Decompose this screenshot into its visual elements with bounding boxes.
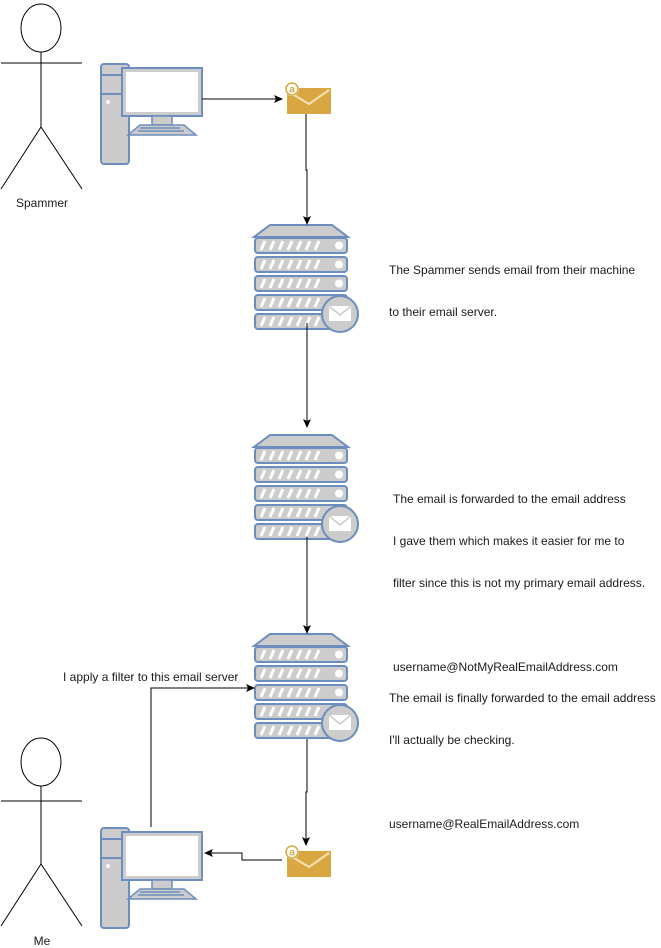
spammer-mail-server-icon xyxy=(254,225,358,332)
real-email-address: username@RealEmailAddress.com xyxy=(389,817,580,831)
my-computer-icon xyxy=(100,827,203,929)
note-line: The email is forwarded to the email addr… xyxy=(393,492,626,506)
forwarding-mail-server-icon xyxy=(254,435,358,542)
note-line: to their email server. xyxy=(389,305,498,319)
spammer-label: Spammer xyxy=(15,196,68,210)
spammer-actor-icon xyxy=(0,3,83,190)
real-mail-server-icon xyxy=(254,634,358,741)
note-line: I'll actually be checking. xyxy=(389,733,515,747)
me-label: Me xyxy=(33,934,51,948)
note-line: filter since this is not my primary emai… xyxy=(393,576,646,590)
incoming-email-envelope-icon xyxy=(284,844,332,878)
spammer-server-note: The Spammer sends email from their machi… xyxy=(389,235,635,333)
email-to-my-computer-arrow xyxy=(204,849,282,861)
note-spacer xyxy=(389,775,656,789)
filter-note: I apply a filter to this email server xyxy=(63,670,239,684)
email-to-spammer-server-arrow xyxy=(303,114,311,225)
outgoing-email-envelope-icon xyxy=(284,81,332,115)
filter-arrow xyxy=(150,684,255,827)
spammer-computer-icon xyxy=(100,63,203,165)
me-actor-icon xyxy=(0,737,83,927)
note-line: The Spammer sends email from their machi… xyxy=(389,263,636,277)
forward-server-note: The email is forwarded to the email addr… xyxy=(393,464,645,688)
note-line: The email is finally forwarded to the em… xyxy=(389,691,656,705)
real-server-note: The email is finally forwarded to the em… xyxy=(389,663,656,845)
note-line: I gave them which makes it easier for me… xyxy=(393,534,625,548)
note-spacer xyxy=(393,618,645,632)
real-server-to-email-arrow xyxy=(302,739,310,846)
fake-email-address: username@NotMyRealEmailAddress.com xyxy=(393,660,618,674)
